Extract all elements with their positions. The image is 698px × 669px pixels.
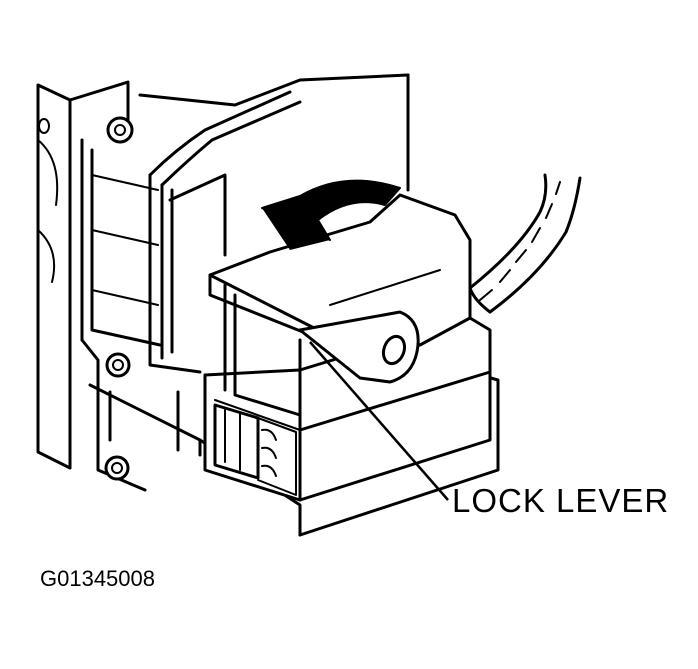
lock-lever-label: LOCK LEVER [452, 482, 670, 519]
wire-harness [468, 173, 582, 314]
lock-lever [208, 193, 472, 417]
bolt-middle [105, 352, 131, 378]
bolt-top [106, 116, 134, 144]
bolt-bottom [104, 455, 130, 481]
mounting-bracket [36, 80, 162, 492]
callout-leader-line [309, 341, 449, 501]
module-housing [138, 73, 410, 374]
curved-arrow-left-icon [261, 179, 401, 250]
figure-id: G01345008 [40, 566, 155, 591]
